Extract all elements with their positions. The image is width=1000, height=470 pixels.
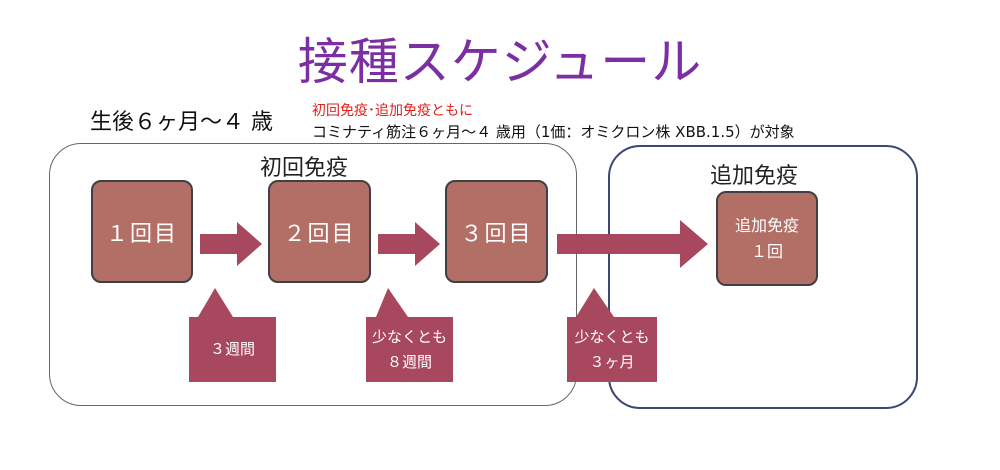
primary-group-label: 初回免疫	[260, 156, 349, 181]
dose-2-box: ２回目	[268, 180, 371, 283]
dose-1-label: １回目	[105, 221, 178, 247]
booster-immunization-group	[608, 145, 918, 409]
interval-3-line1: 少なくとも	[574, 327, 650, 346]
interval-1-text: ３週間	[189, 317, 276, 382]
dose-3-box: ３回目	[445, 180, 548, 283]
arrow-dose1-to-dose2	[200, 222, 262, 266]
booster-group-label: 追加免疫	[710, 164, 799, 189]
interval-1-callout	[189, 288, 276, 382]
interval-1-line1: ３週間	[209, 340, 255, 358]
interval-3-line2: ３ヶ月	[589, 352, 635, 371]
primary-immunization-group	[49, 143, 577, 406]
page-title: 接種スケジュール	[297, 33, 703, 91]
dose-3-label: ３回目	[460, 221, 533, 247]
booster-dose-line2: １回	[750, 241, 783, 261]
booster-dose-line1: 追加免疫	[734, 215, 799, 235]
interval-2-callout	[366, 288, 453, 382]
booster-dose-box: 追加免疫 １回	[716, 191, 818, 286]
note-both-doses: 初回免疫･追加免疫ともに	[312, 103, 473, 119]
interval-2-text: 少なくとも ８週間	[366, 317, 453, 382]
interval-2-line2: ８週間	[386, 352, 432, 371]
interval-3-callout	[567, 288, 657, 382]
note-vaccine-target: コミナティ筋注６ヶ月～４ 歳用（1価：オミクロン株 XBB.1.5）が対象	[312, 123, 795, 141]
dose-1-box: １回目	[91, 180, 193, 283]
dose-2-label: ２回目	[283, 221, 356, 247]
interval-2-line1: 少なくとも	[371, 327, 447, 346]
age-range-label: 生後６ヶ月～４ 歳	[90, 110, 273, 135]
interval-3-text: 少なくとも ３ヶ月	[567, 317, 657, 382]
arrow-dose3-to-booster	[557, 220, 708, 268]
arrow-dose2-to-dose3	[378, 222, 440, 266]
